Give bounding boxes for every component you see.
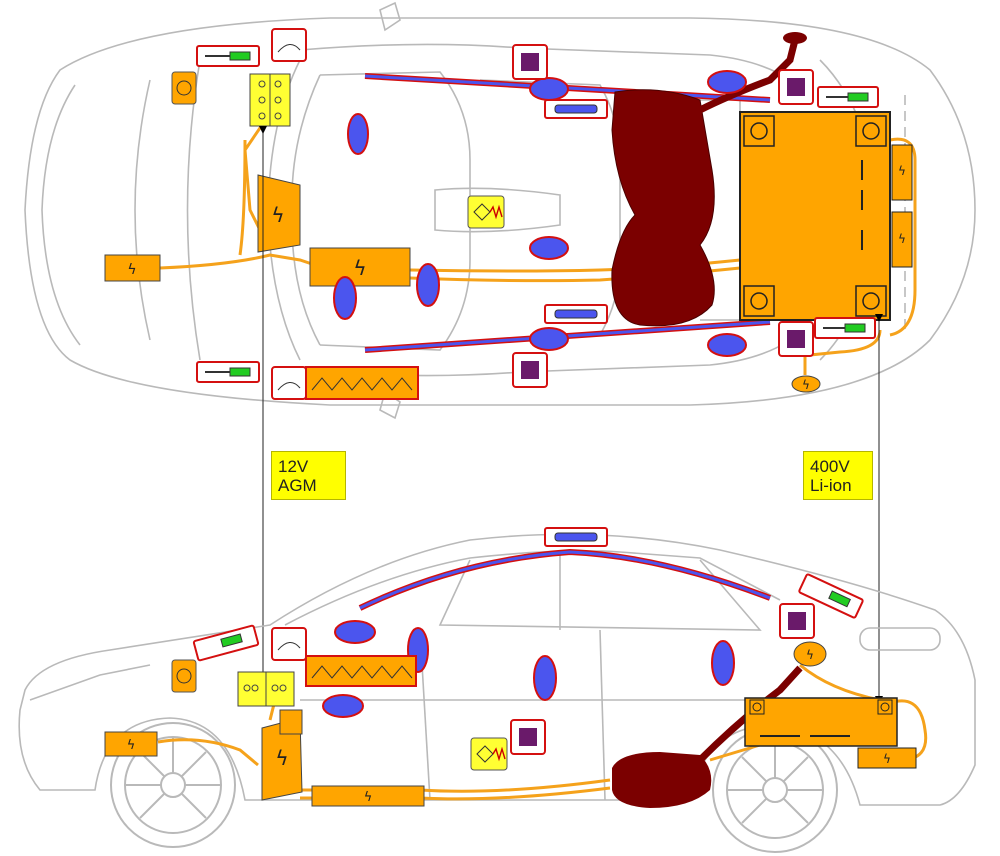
hv-components-top: ϟ ϟ ϟ ϟ <box>104 174 821 393</box>
svg-text:ϟ: ϟ <box>127 262 136 278</box>
info-icons-side <box>171 627 508 771</box>
svg-text:ϟ: ϟ <box>275 746 288 770</box>
battery-400v-label: 400V Li-ion <box>803 451 873 500</box>
struts-side <box>192 527 864 662</box>
curtain-airbag-side <box>358 548 772 611</box>
battery-12v-type: AGM <box>278 476 317 495</box>
reference-lines <box>259 126 883 704</box>
svg-text:ϟ: ϟ <box>364 790 373 805</box>
battery-12v-voltage: 12V <box>278 457 309 476</box>
battery-12v-label: 12V AGM <box>271 451 346 500</box>
svg-text:ϟ: ϟ <box>802 378 810 392</box>
svg-text:ϟ: ϟ <box>353 256 366 280</box>
svg-text:ϟ: ϟ <box>898 232 906 246</box>
fuel-tank-top <box>611 32 807 327</box>
gas-struts-top <box>196 45 879 383</box>
battery-400v-voltage: 400V <box>810 457 850 476</box>
pretensioners-top <box>544 99 608 324</box>
svg-text:ϟ: ϟ <box>806 648 814 662</box>
svg-text:ϟ: ϟ <box>883 752 891 766</box>
hv-components-side: ϟ ϟ ϟ ϟ ϟ <box>104 641 917 807</box>
svg-text:ϟ: ϟ <box>898 164 906 178</box>
airbags-top <box>333 70 747 357</box>
info-icons-top <box>171 28 505 400</box>
hv-battery-top: ϟ ϟ <box>739 111 913 321</box>
sensors-top <box>512 44 814 388</box>
svg-text:ϟ: ϟ <box>271 203 284 227</box>
battery-12v-top <box>249 73 291 127</box>
fuel-tank-side <box>612 665 803 808</box>
battery-400v-type: Li-ion <box>810 476 852 495</box>
sensors-side <box>510 603 815 755</box>
battery-12v-side <box>237 671 295 707</box>
svg-text:ϟ: ϟ <box>127 738 136 753</box>
